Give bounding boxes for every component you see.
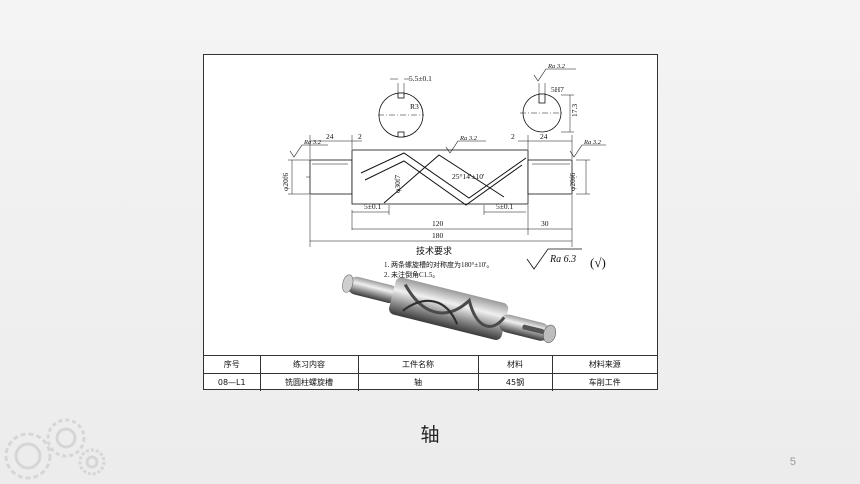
requirement-item-1: 1. 两条螺旋槽的对称度为180°±10'。 (384, 260, 493, 269)
roughness-slot: Ra 3.2 (459, 135, 478, 142)
shaft-drawing: 5.5±0.1 R3 5H7 17.3 24 2 2 24 φ20f6 φ30f… (281, 63, 606, 344)
dim-slot-width: 5.5±0.1 (409, 74, 432, 83)
roughness-top-right: Ra 3.2 (547, 63, 566, 70)
dim-section-radius: R3 (410, 102, 419, 111)
dim-right-offset: 5±0.1 (496, 202, 513, 211)
dim-left-step: 24 (326, 132, 334, 141)
drawing-sheet: 5.5±0.1 R3 5H7 17.3 24 2 2 24 φ20f6 φ30f… (203, 54, 658, 391)
table-cell: 铣圆柱螺旋槽 (259, 373, 358, 391)
slide-caption: 轴 (420, 424, 440, 446)
dim-mid-length: 120 (432, 219, 444, 228)
header-cell: 工件名称 (357, 355, 478, 374)
dim-left-gap: 2 (358, 132, 362, 141)
shaft-left-journal (309, 159, 353, 195)
dim-right-diameter: φ20f6 (568, 173, 577, 191)
header-cell: 材料来源 (551, 355, 657, 374)
header-cell: 序号 (204, 355, 260, 374)
roughness-right: Ra 3.2 (583, 139, 602, 146)
header-cell: 练习内容 (259, 355, 358, 374)
title-block-table: 序号 练习内容 工件名称 材料 材料来源 08—L1 铣圆柱螺旋槽 轴 45钢 … (204, 355, 657, 391)
gear-decoration-icon (4, 418, 106, 480)
roughness-general: Ra 6.3 (549, 254, 576, 265)
table-cell: 45钢 (477, 373, 552, 391)
dim-left-diameter: φ20f6 (281, 173, 290, 191)
dim-helix-angle: 25°14'±10' (452, 172, 485, 181)
shaft-right-journal (527, 159, 573, 195)
table-header-row: 序号 练习内容 工件名称 材料 材料来源 (204, 355, 657, 374)
dim-total-length: 180 (432, 231, 444, 240)
header-cell: 材料 (477, 355, 552, 374)
dim-right-length: 30 (541, 219, 549, 228)
helical-slot-2 (383, 154, 505, 204)
table-row: 08—L1 铣圆柱螺旋槽 轴 45钢 车削工件 (204, 373, 657, 391)
shaft-3d-illustration (342, 274, 557, 344)
dim-key-width: 5H7 (551, 85, 564, 94)
table-cell: 08—L1 (204, 373, 260, 391)
page-number: 5 (789, 456, 796, 468)
requirements-title: 技术要求 (416, 245, 452, 256)
requirement-item-2: 2. 未注倒角C1.5。 (384, 270, 439, 279)
dim-left-offset: 5±0.1 (364, 202, 381, 211)
dim-key-depth: 17.3 (570, 104, 579, 117)
helical-slot-1 (360, 152, 527, 199)
roughness-general-suffix: (√) (590, 255, 606, 270)
roughness-left: Ra 3.2 (303, 139, 322, 146)
table-cell: 轴 (357, 373, 478, 391)
dim-mid-diameter: φ30f7 (393, 175, 402, 193)
dim-right-gap: 2 (511, 132, 515, 141)
dim-right-step: 24 (540, 132, 548, 141)
table-cell: 车削工件 (551, 373, 657, 391)
